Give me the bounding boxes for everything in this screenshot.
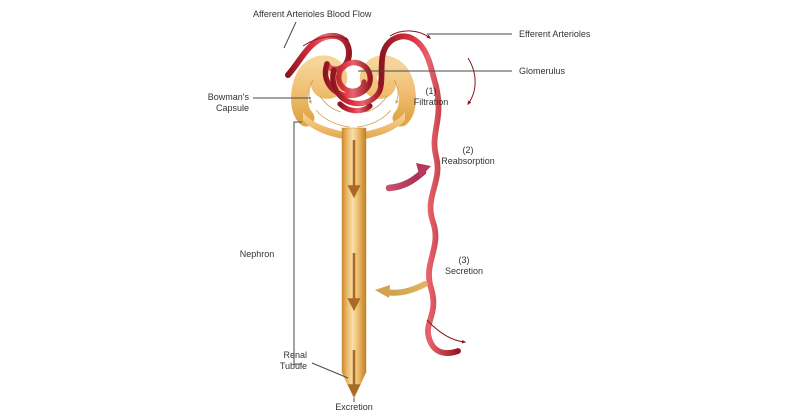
label-step-filtration: (1) Filtration bbox=[413, 86, 449, 107]
label-efferent-arterioles: Efferent Arterioles bbox=[519, 29, 591, 39]
label-nephron: Nephron bbox=[239, 249, 275, 259]
label-afferent-arterioles: Afferent Arterioles Blood Flow bbox=[253, 9, 372, 19]
label-glomerulus: Glomerulus bbox=[519, 66, 566, 76]
nephron-bracket bbox=[293, 121, 302, 365]
secretion-arrow bbox=[375, 281, 428, 298]
label-excretion: Excretion bbox=[335, 402, 373, 412]
blood-flow-direction-arrows bbox=[302, 30, 476, 344]
label-bowmans-capsule: Bowman's Capsule bbox=[207, 92, 249, 113]
reabsorption-arrow bbox=[385, 163, 431, 192]
label-leader-lines bbox=[253, 21, 512, 402]
leader-renal-tubule bbox=[311, 362, 349, 379]
label-renal-tubule: Renal Tubule bbox=[279, 350, 307, 371]
renal-tubule-shape bbox=[341, 127, 367, 399]
glomerulus-capillary-coil bbox=[322, 59, 384, 114]
leader-afferent bbox=[283, 21, 297, 49]
label-step-reabsorption: (2) Reabsorption bbox=[441, 145, 495, 166]
label-step-secretion: (3) Secretion bbox=[444, 255, 484, 276]
